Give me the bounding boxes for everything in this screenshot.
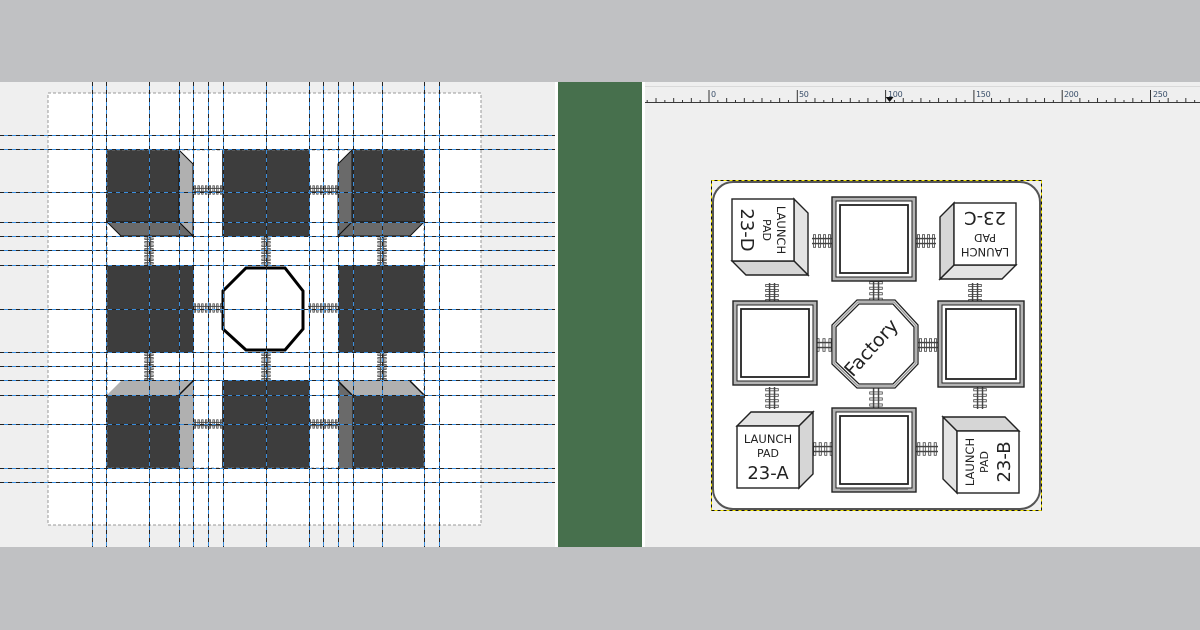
empty-slot-icon[interactable] [831,407,917,493]
building-shape-icon[interactable] [338,265,424,352]
launch-pad-code: 23-B [994,441,1015,482]
launch-pad-shape-icon[interactable] [336,148,426,238]
rail-track-icon [812,442,834,456]
ruler-position-marker-icon [885,97,894,102]
rail-track-icon [973,387,987,409]
guides-canvas[interactable] [0,82,555,547]
rail-track-icon [869,280,883,302]
left-canvas-panel[interactable] [0,82,555,547]
ruler-ticks [646,90,1196,103]
launch-pad-code: 23-C [964,207,1006,228]
guide-lines[interactable] [0,82,555,547]
launch-pad-line2: PAD [757,447,779,460]
rail-track-icon [918,338,938,352]
empty-slot-icon[interactable] [937,300,1025,388]
rail-track-icon [765,387,779,409]
ruler-label: 50 [799,90,809,99]
top-chrome [0,0,1200,82]
ruler-label: 200 [1064,90,1079,99]
launch-pad-line1: LAUNCH [774,206,788,254]
launch-pad-code: 23-D [736,208,757,251]
ruler-label: 150 [976,90,991,99]
rail-track-icon [812,234,832,248]
panel-divider-fill [558,82,642,547]
launch-pad-code: 23-A [747,463,789,484]
ruler-border [645,86,1200,87]
empty-slot-icon[interactable] [732,300,818,386]
launch-pad-line1: LAUNCH [961,245,1009,259]
bottom-chrome [0,547,1200,630]
empty-slot-icon[interactable] [831,196,917,282]
selection-marching-ants [711,180,1042,511]
horizontal-ruler[interactable]: 0 50 100 150 200 250 [645,82,1200,103]
tile-preview[interactable]: FactoryLAUNCHPAD23-DLAUNCHPAD23-CLAUNCHP… [645,104,1200,547]
panel-divider[interactable] [555,82,645,547]
launch-pad-line2: PAD [978,451,991,473]
launch-pad-line2: PAD [974,231,996,244]
rail-track-icon [916,442,938,456]
rail-track-icon [815,338,833,352]
ruler-label: 250 [1153,90,1168,99]
launch-pad-line1: LAUNCH [744,432,792,446]
launch-pad-line2: PAD [760,219,773,241]
rail-track-icon [916,234,936,248]
launch-pad-line1: LAUNCH [963,438,977,486]
ruler-label: 100 [888,90,903,99]
ruler-label: 0 [711,90,716,99]
factory-icon[interactable]: Factory [831,299,919,389]
